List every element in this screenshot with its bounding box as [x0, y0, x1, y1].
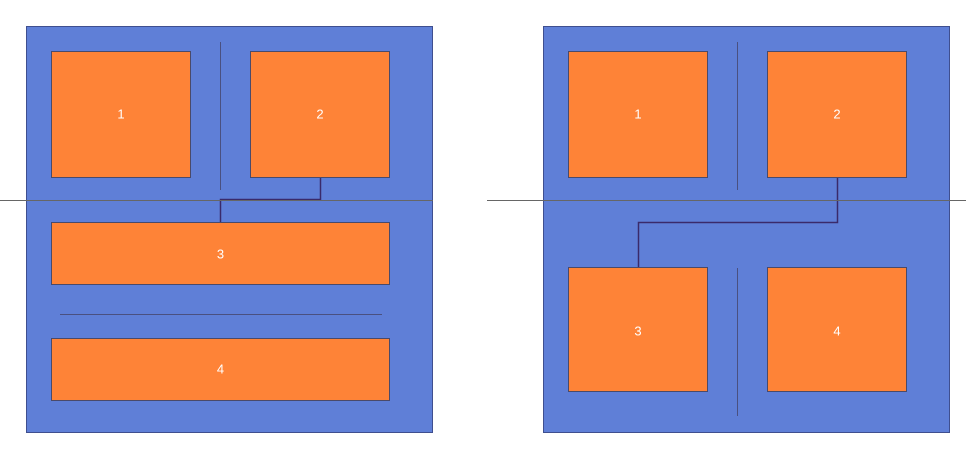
- right-box-2: [767, 51, 907, 178]
- right-box-3-label: 3: [634, 324, 641, 339]
- left-box-1: [51, 51, 191, 178]
- left-box-2-label: 2: [316, 107, 323, 122]
- right-box-4-label: 4: [833, 324, 840, 339]
- left-connector-2-to-3: [219, 178, 322, 222]
- right-box-1-label: 1: [634, 107, 641, 122]
- left-box-4-label: 4: [217, 362, 224, 377]
- left-box-1-label: 1: [117, 107, 124, 122]
- right-box-3: [568, 267, 708, 392]
- right-box-4: [767, 267, 907, 392]
- right-panel-group: 1 2 3 4: [543, 26, 950, 433]
- left-panel-group: 1 2 3 4: [26, 26, 433, 433]
- left-box-2: [250, 51, 390, 178]
- right-box-1: [568, 51, 708, 178]
- left-box-3-label: 3: [217, 247, 224, 262]
- right-box-2-label: 2: [833, 107, 840, 122]
- left-box-3: [51, 222, 390, 285]
- left-box-4: [51, 338, 390, 401]
